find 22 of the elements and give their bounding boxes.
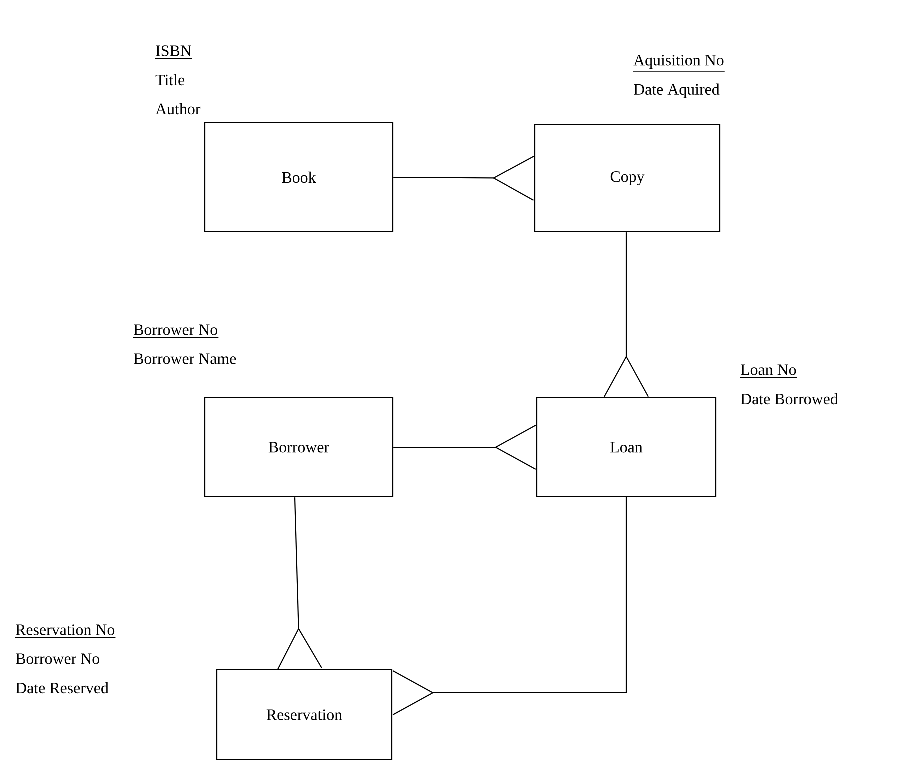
attribute-label: Date Borrowed (741, 393, 838, 405)
attribute-label: Borrower Name (134, 354, 236, 364)
relationship-line (278, 498, 322, 670)
relationship-line (392, 498, 628, 716)
entity-box: Reservation (216, 669, 393, 761)
key-attribute: Aquisition No (632, 55, 726, 72)
relationship-line (394, 156, 534, 201)
key-attribute: Loan No (740, 364, 798, 378)
key-attribute: Borrower No (132, 324, 220, 338)
entity-box: Book (204, 122, 394, 233)
entity-box: Copy (534, 124, 721, 233)
relationship-line (394, 425, 536, 470)
attribute-label: Title (156, 74, 185, 86)
key-attribute: Reservation No (14, 624, 116, 638)
attribute-label: Date Aquired (634, 84, 720, 98)
entity-box: Borrower (204, 397, 394, 498)
attribute-label: Borrower No (16, 654, 100, 664)
key-attribute: ISBN (154, 46, 193, 60)
relationship-line (604, 232, 649, 398)
attribute-label: Date Reserved (16, 682, 109, 694)
attribute-label: Author (156, 103, 201, 115)
entity-box: Loan (536, 397, 717, 498)
